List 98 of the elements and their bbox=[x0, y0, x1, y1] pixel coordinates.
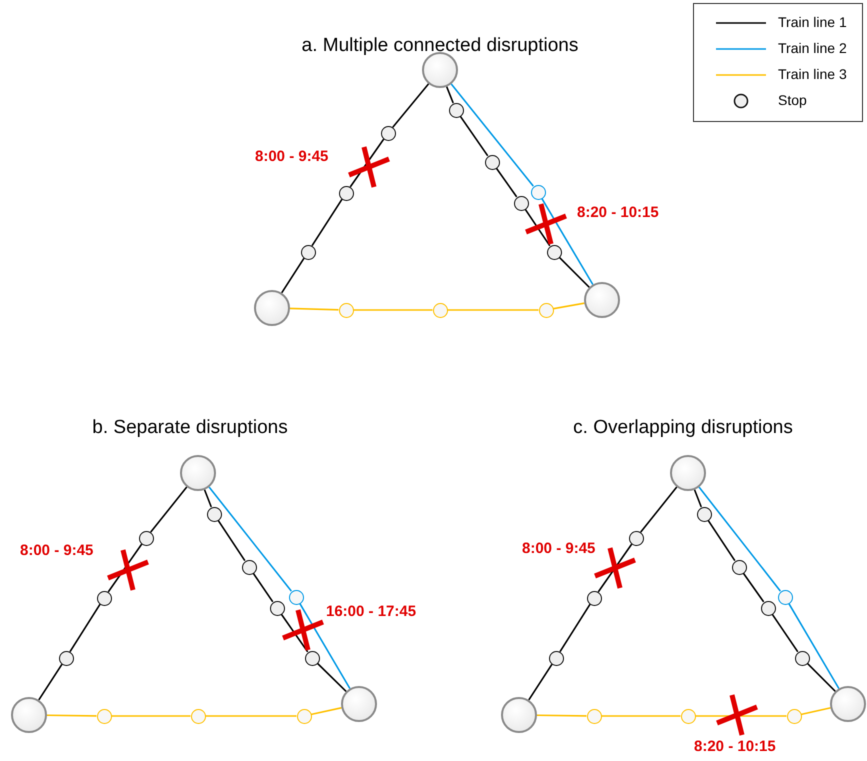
stop-circle bbox=[514, 196, 528, 210]
track-line bbox=[788, 603, 840, 689]
stop-circle bbox=[206, 506, 222, 522]
stop-circle bbox=[380, 126, 396, 140]
stop-circle bbox=[786, 708, 802, 724]
track-line bbox=[206, 715, 296, 717]
legend-text: Train line 3 bbox=[778, 66, 847, 82]
track-line bbox=[640, 486, 678, 533]
stop-circle bbox=[778, 590, 792, 604]
legend-text: Stop bbox=[778, 92, 807, 108]
stop-circle bbox=[448, 102, 464, 118]
disruption-time-label: 16:00 - 17:45 bbox=[326, 603, 416, 620]
disruption-time-label: 8:00 - 9:45 bbox=[20, 542, 94, 559]
disruption-time-label: 8:20 - 10:15 bbox=[694, 738, 776, 755]
track-line bbox=[69, 604, 101, 652]
stop-circle bbox=[530, 184, 546, 200]
stop-circle bbox=[288, 590, 304, 604]
stop-circle bbox=[760, 600, 776, 616]
track-line bbox=[446, 86, 454, 104]
stop-circle bbox=[138, 530, 154, 546]
stop-circle bbox=[538, 302, 554, 318]
track-line bbox=[460, 116, 488, 156]
legend-text: Train line 2 bbox=[778, 40, 847, 56]
track-line bbox=[694, 489, 702, 508]
stop-circle bbox=[484, 154, 500, 170]
track-line bbox=[204, 489, 212, 508]
track-line bbox=[280, 614, 308, 652]
track-line bbox=[602, 715, 680, 717]
track-line bbox=[559, 604, 591, 652]
stop-circle bbox=[586, 708, 602, 724]
track-line bbox=[316, 662, 347, 692]
stop-circle bbox=[432, 302, 448, 318]
track-line bbox=[217, 520, 246, 562]
track-line bbox=[311, 707, 342, 716]
station-circle bbox=[11, 697, 47, 733]
station-circle bbox=[501, 697, 537, 733]
track-line bbox=[806, 662, 836, 692]
station-circle bbox=[341, 686, 377, 722]
stop-circle bbox=[190, 708, 206, 724]
stop-circle bbox=[96, 708, 112, 724]
track-line bbox=[801, 707, 831, 716]
panel-title: c. Overlapping disruptions bbox=[573, 417, 793, 439]
station-circle bbox=[830, 686, 866, 722]
stop-circle bbox=[338, 186, 354, 200]
stop-circle bbox=[680, 708, 696, 724]
track-line bbox=[707, 520, 736, 562]
disruption-time-label: 8:20 - 10:15 bbox=[577, 204, 659, 221]
stop-circle bbox=[296, 708, 312, 724]
panel-title: b. Separate disruptions bbox=[92, 417, 288, 439]
stop-circle bbox=[270, 600, 284, 616]
track-line bbox=[38, 664, 63, 700]
station-circle bbox=[670, 455, 706, 491]
track-line bbox=[46, 714, 97, 717]
station-circle bbox=[584, 282, 620, 318]
track-line bbox=[553, 302, 584, 310]
station-circle bbox=[180, 455, 216, 491]
track-line bbox=[392, 83, 430, 128]
panel-title: a. Multiple connected disruptions bbox=[302, 35, 578, 57]
track-line bbox=[696, 715, 786, 717]
stop-circle bbox=[628, 530, 644, 546]
track-line bbox=[290, 308, 339, 311]
track-line bbox=[528, 664, 553, 700]
stop-circle bbox=[546, 244, 562, 260]
stop-circle bbox=[794, 650, 810, 666]
stop-circle bbox=[58, 650, 74, 666]
track-line bbox=[496, 168, 518, 198]
track-line bbox=[208, 486, 292, 592]
track-line bbox=[281, 258, 305, 294]
legend-text: Train line 1 bbox=[778, 14, 847, 30]
track-line bbox=[742, 572, 764, 602]
disruption-time-label: 8:00 - 9:45 bbox=[522, 540, 596, 557]
stop-circle bbox=[96, 590, 112, 606]
stop-circle bbox=[696, 506, 712, 522]
track-line bbox=[536, 714, 587, 717]
station-circle bbox=[422, 52, 458, 88]
track-line bbox=[150, 486, 188, 533]
disruption-time-label: 8:00 - 9:45 bbox=[255, 148, 328, 165]
stop-circle bbox=[304, 650, 320, 666]
track-line bbox=[541, 198, 594, 285]
stop-circle bbox=[242, 560, 256, 574]
track-line bbox=[108, 544, 142, 592]
track-line bbox=[558, 256, 590, 288]
station-circle bbox=[254, 290, 290, 326]
stop-circle bbox=[300, 244, 316, 260]
track-line bbox=[112, 715, 190, 717]
stop-circle bbox=[732, 560, 746, 574]
track-line bbox=[252, 572, 274, 602]
track-line bbox=[311, 198, 343, 246]
stop-circle bbox=[548, 650, 564, 666]
track-line bbox=[354, 309, 432, 311]
stop-circle bbox=[586, 590, 602, 606]
stop-circle bbox=[338, 302, 354, 318]
track-line bbox=[698, 486, 782, 592]
track-line bbox=[299, 603, 351, 689]
track-line bbox=[448, 309, 538, 311]
track-line bbox=[772, 614, 798, 652]
track-line bbox=[450, 84, 534, 187]
track-line bbox=[524, 208, 550, 246]
